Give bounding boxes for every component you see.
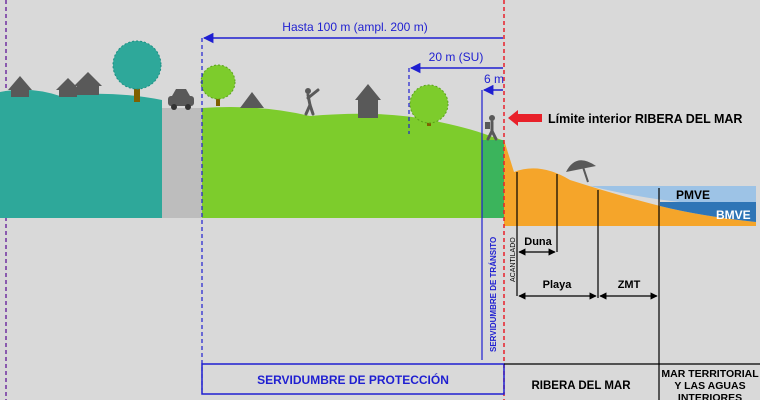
- kiosk-icon: [355, 84, 381, 118]
- beach-label: Playa: [543, 279, 573, 291]
- car-icon: [168, 89, 194, 110]
- urban-land: [0, 89, 162, 218]
- tent-icon: [240, 92, 264, 108]
- mar-label-line3: INTERIORES: [678, 392, 742, 400]
- umbrella-icon: [566, 160, 596, 183]
- mar-label-line2: Y LAS AGUAS: [674, 380, 745, 392]
- golfer-icon: [304, 88, 320, 116]
- road: [162, 108, 202, 218]
- transit-vertical-label: SERVIDUMBRE DE TRÁNSITO: [489, 237, 498, 352]
- cliff-vertical-label: ACANTILADO: [510, 237, 517, 282]
- tree-icon: [112, 40, 162, 102]
- water-high: [590, 186, 756, 202]
- ribera-box-label: RIBERA DEL MAR: [531, 380, 631, 392]
- zmt-label: ZMT: [618, 279, 641, 291]
- water-low: [660, 202, 756, 222]
- sand-area: [504, 140, 756, 226]
- tree-icon: [200, 64, 236, 106]
- dim-20-label: 20 m (SU): [429, 50, 484, 64]
- limit-label: Límite interior RIBERA DEL MAR: [548, 112, 742, 126]
- dim-100-label: Hasta 100 m (ampl. 200 m): [282, 20, 427, 34]
- protection-land: [202, 107, 502, 218]
- mar-label-line1: MAR TERRITORIAL: [661, 368, 759, 380]
- transit-strip: [482, 140, 504, 218]
- bmve-label: BMVE: [716, 208, 751, 222]
- dune-label: Duna: [524, 236, 552, 248]
- dim-6-label: 6 m: [484, 72, 504, 86]
- house-icon: [8, 72, 102, 97]
- hiker-icon: [485, 115, 498, 141]
- tree-icon: [409, 84, 449, 126]
- pmve-label: PMVE: [676, 188, 710, 202]
- protection-box: [201, 363, 505, 395]
- red-arrow-icon: [508, 110, 542, 126]
- protection-box-label: SERVIDUMBRE DE PROTECCIÓN: [257, 372, 449, 387]
